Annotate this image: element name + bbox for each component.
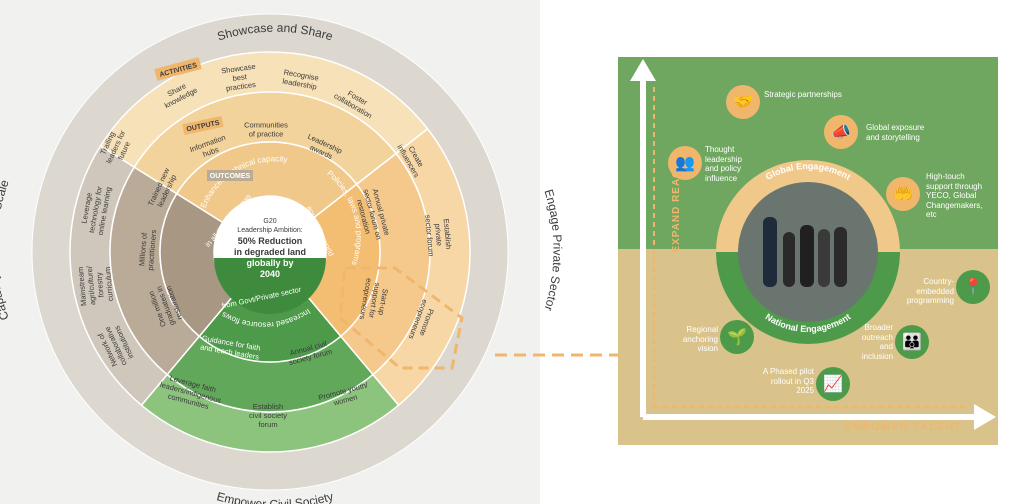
growth-icon: 📈 (816, 367, 850, 401)
rim-label-bottom: Empower Civil Society (215, 489, 335, 504)
panel-graphics: EXPAND REACH EMPOWER TALENT Global Engag… (630, 59, 996, 433)
handshake-icon: 🤝 (726, 85, 760, 119)
tag-outcomes: OUTCOMES (207, 170, 253, 181)
svg-text:Leadership Ambition:: Leadership Ambition: (237, 227, 302, 234)
people-network-icon: 👥 (668, 146, 702, 180)
item-private-sector-forum: Establishprivatesector forum (423, 213, 454, 257)
y-axis-label: EXPAND REACH (671, 161, 682, 252)
x-axis-label: EMPOWER TALENT (844, 421, 962, 433)
item-millions-practitioners: Millions ofpractitioners (137, 228, 159, 271)
engagement-panel: EXPAND REACH EMPOWER TALENT Global Engag… (618, 57, 998, 445)
rim-label-right: Engage Private Sector (541, 188, 564, 313)
community-circle-icon: 👪 (895, 325, 929, 359)
location-pin-icon: 📍 (956, 270, 990, 304)
megaphone-icon: 📣 (824, 115, 858, 149)
highlight-dashed-box (338, 266, 464, 370)
center-text: G20 Leadership Ambition: 50% Reduction i… (234, 218, 306, 279)
item-strategic: Strategic partnerships (764, 90, 842, 99)
item-startup-support: Start-upsupport forecopreneurs (358, 278, 392, 324)
team-photo-people (763, 217, 847, 287)
x-axis-arrowhead (974, 404, 996, 430)
y-axis-arrowhead (630, 59, 656, 81)
center-green-half (214, 258, 326, 314)
svg-text:in degraded land: in degraded land (234, 247, 306, 257)
svg-text:2040: 2040 (260, 269, 280, 279)
rim-label-left: Capacity Building at Scale (0, 178, 12, 323)
svg-text:G20: G20 (263, 218, 276, 225)
plant-hand-icon: 🌱 (720, 320, 754, 354)
item-mainstream: Mainstreamagri/culture/forestrycurriculu… (76, 263, 115, 306)
output-ring (109, 91, 431, 413)
svg-text:50% Reduction: 50% Reduction (238, 236, 303, 246)
svg-text:OUTCOMES: OUTCOMES (210, 173, 251, 180)
svg-text:globally by: globally by (246, 258, 293, 268)
support-hands-icon: 🤲 (886, 177, 920, 211)
